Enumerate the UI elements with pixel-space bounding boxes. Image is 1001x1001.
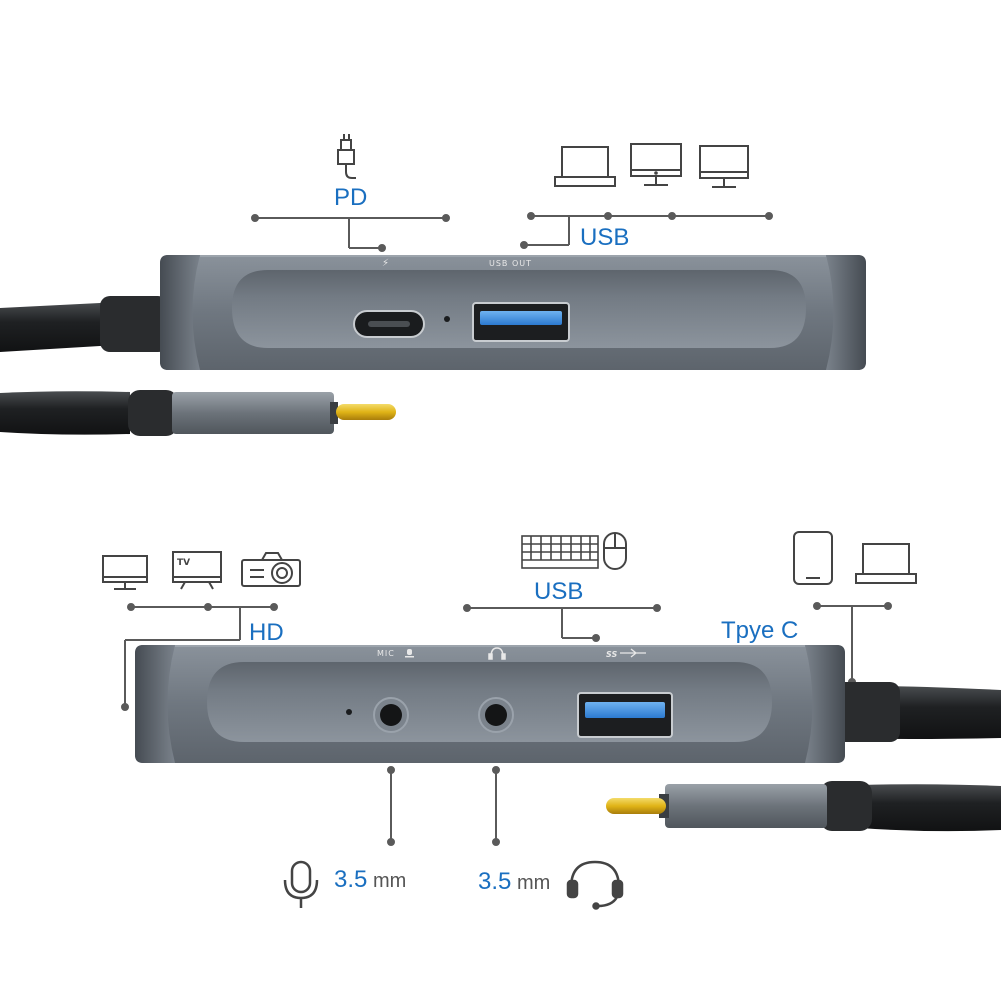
led-indicator-top — [444, 316, 450, 322]
usb-c-plug-cable-bottom — [606, 781, 1001, 832]
monitor-icon — [699, 145, 749, 188]
mouse-icon — [603, 532, 627, 570]
pd-label: PD — [334, 184, 367, 211]
usb3-connector-line — [463, 604, 661, 642]
microphone-icon — [283, 860, 319, 908]
monitor-icon — [102, 555, 148, 590]
headset-icon — [566, 860, 624, 910]
mic-size-unit: mm — [373, 870, 406, 892]
hd-connector-line — [121, 603, 278, 711]
type-c-label: Tpye C — [721, 617, 798, 644]
pd-connector-line — [251, 214, 450, 252]
laptop-icon — [855, 543, 917, 584]
usb-a-port-top — [472, 302, 570, 342]
cable-strain-relief-top — [100, 296, 168, 352]
monitor-icon — [630, 143, 682, 186]
laptop-icon — [554, 146, 616, 187]
tv-icon — [172, 551, 222, 590]
mic-mark: MIC — [377, 649, 395, 658]
audio-size-unit: mm — [517, 872, 550, 894]
keyboard-icon — [521, 535, 599, 569]
hd-label: HD — [249, 619, 284, 646]
usb-c-plug-cable-top — [0, 390, 396, 436]
tablet-icon — [793, 531, 833, 585]
cable-strain-relief-bottom — [834, 682, 900, 742]
usb-label-bottom: USB — [534, 578, 583, 605]
mic-jack — [373, 697, 409, 733]
headphone-jack — [478, 697, 514, 733]
projector-icon — [241, 552, 301, 587]
headphone-mark-icon — [488, 647, 506, 660]
tv-icon-text: TV — [177, 558, 190, 568]
usb3-trident-icon — [620, 648, 646, 658]
usb3-mark: SS — [606, 650, 617, 659]
usb-c-port — [353, 310, 425, 338]
bottom-hub-group: TV HD — [102, 531, 1001, 910]
bolt-mark: ⚡ — [382, 258, 389, 269]
usb-out-mark: USB OUT — [489, 259, 532, 268]
mic-mark-icon — [405, 649, 414, 658]
top-hub-group: PD — [0, 134, 866, 436]
mic-size-value: 3.5 — [334, 866, 367, 893]
led-indicator-bottom — [346, 709, 352, 715]
audio-connector-lines — [387, 766, 500, 846]
usb-label-top: USB — [580, 224, 629, 251]
audio-size-value: 3.5 — [478, 868, 511, 895]
usb-a-port-bottom — [577, 692, 673, 738]
usb-c-plug-icon — [337, 134, 356, 179]
usb-out-connector-line — [520, 212, 773, 249]
